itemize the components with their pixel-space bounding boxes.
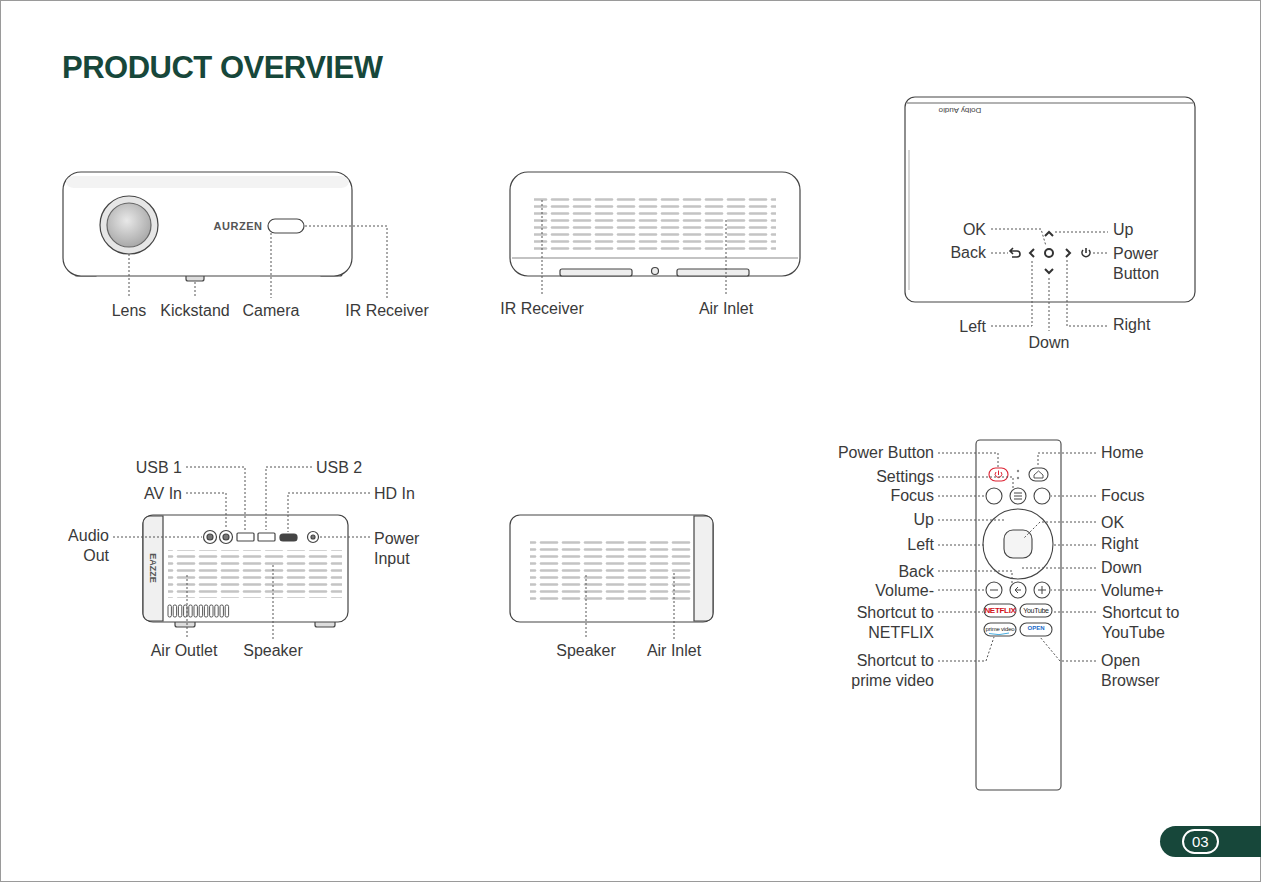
callout-label: IR Receiver xyxy=(500,299,584,319)
callout-label: IR Receiver xyxy=(345,301,429,321)
callout-label: Down xyxy=(1101,558,1142,578)
callout-label: Shortcut to YouTube xyxy=(1102,603,1202,643)
printed-marking: NETFLIX xyxy=(984,605,1015,616)
callout-label: HD In xyxy=(374,484,415,504)
callout-label: OK xyxy=(963,220,986,240)
printed-marking: OPEN xyxy=(1027,624,1044,632)
callout-label: Left xyxy=(907,535,934,555)
callout-label: Power Button xyxy=(1113,244,1175,284)
callout-label: Speaker xyxy=(243,641,303,661)
printed-marking: Dolby Audio xyxy=(939,105,982,115)
callout-label: Audio Out xyxy=(61,526,109,566)
callout-label: Air Outlet xyxy=(151,641,218,661)
callout-label: Power Input xyxy=(374,529,432,569)
callout-label: Speaker xyxy=(556,641,616,661)
callout-label: OK xyxy=(1101,513,1124,533)
callout-label: Right xyxy=(1113,315,1150,335)
printed-marking: YouTube xyxy=(1023,606,1048,615)
callout-label: Focus xyxy=(890,486,934,506)
projector-back xyxy=(510,172,800,276)
callout-label: Left xyxy=(959,317,986,337)
callout-label: USB 2 xyxy=(316,458,362,478)
leader-lines xyxy=(113,200,1108,661)
callout-label: Open Browser xyxy=(1101,651,1163,691)
callout-label: Volume+ xyxy=(1101,581,1164,601)
callout-label: Focus xyxy=(1101,486,1145,506)
callout-label: Settings xyxy=(876,467,934,487)
callout-label: Shortcut to prime video xyxy=(834,651,934,691)
callout-label: Power Button xyxy=(838,443,934,463)
callout-label: Up xyxy=(1113,220,1133,240)
page-title: PRODUCT OVERVIEW xyxy=(62,50,382,86)
callout-label: Volume- xyxy=(875,581,934,601)
page-number-badge: 03 xyxy=(1160,826,1261,857)
callout-label: Up xyxy=(914,510,934,530)
projector-other-side xyxy=(510,515,713,622)
printed-marking: EAZZE xyxy=(148,553,158,583)
printed-marking: AURZEN xyxy=(214,219,263,233)
projector-port-side xyxy=(143,515,348,627)
callout-label: Air Inlet xyxy=(699,299,753,319)
callout-label: Air Inlet xyxy=(647,641,701,661)
callout-label: Back xyxy=(950,243,986,263)
callout-label: USB 1 xyxy=(136,458,182,478)
printed-marking: prime video xyxy=(986,625,1015,633)
callout-label: AV In xyxy=(144,484,182,504)
callout-label: Back xyxy=(898,562,934,582)
remote-control xyxy=(976,440,1061,790)
callout-label: Shortcut to NETFLIX xyxy=(834,603,934,643)
callout-label: Down xyxy=(1029,333,1070,353)
callout-label: Home xyxy=(1101,443,1144,463)
projector-front xyxy=(63,172,352,281)
projector-top xyxy=(905,97,1195,302)
callout-label: Camera xyxy=(243,301,300,321)
callout-label: Right xyxy=(1101,534,1138,554)
page-number: 03 xyxy=(1182,829,1219,854)
callout-label: Kickstand xyxy=(160,301,229,321)
callout-label: Lens xyxy=(112,301,147,321)
